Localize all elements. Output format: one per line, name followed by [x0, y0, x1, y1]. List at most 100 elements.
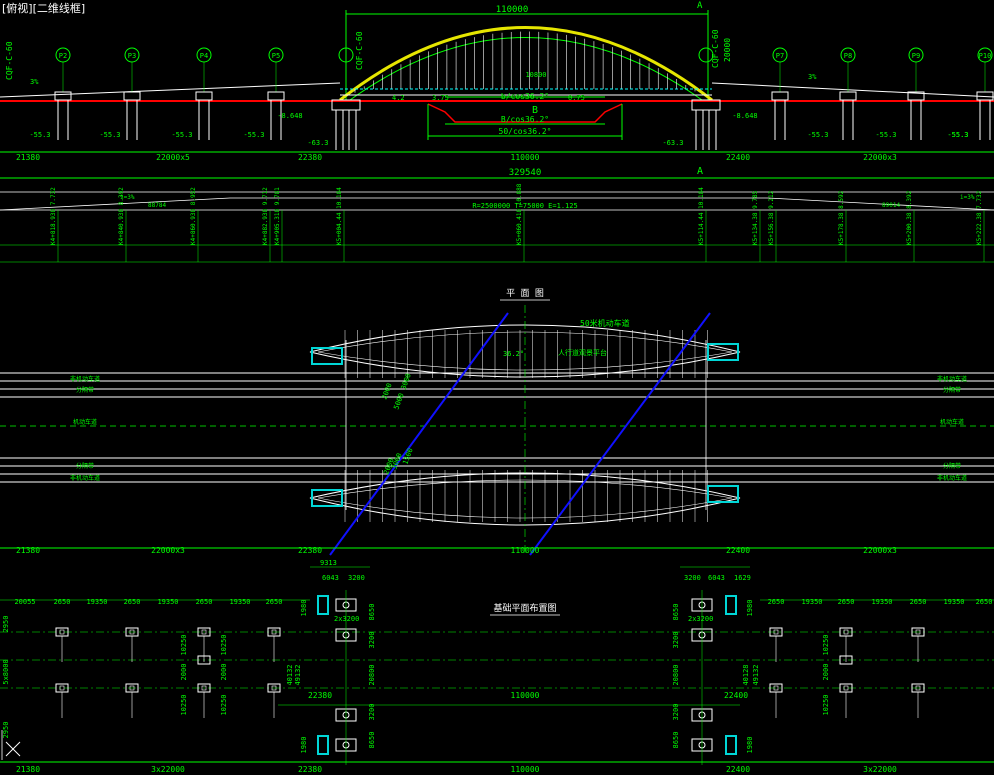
pier-label: P7	[776, 52, 784, 60]
pile-levels-left: -55.3-55.3-55.3-55.3-63.3-8.648	[29, 112, 328, 147]
found-dim-top-left: 19350	[229, 598, 250, 606]
pier-label: P2	[59, 52, 67, 60]
arch-label-left-1: CQF-C-60	[5, 41, 14, 80]
pile-core	[915, 629, 921, 635]
found-dim-top-left: 2650	[266, 598, 283, 606]
approach-left	[0, 82, 341, 98]
station-label: K5+134.38 9.785	[752, 190, 759, 245]
foundation-top-dims: 20055 2650 19350 2650 19350 2650 19350 2650 2650…	[14, 598, 992, 606]
found-bottom-dim: 21380	[16, 765, 40, 774]
pile-core	[59, 685, 65, 691]
pile-levels-right: -63.3-8.648-55.3-55.3-55.3-55.3	[662, 112, 968, 147]
found-bottom-dim: 22400	[726, 765, 750, 774]
big-vdim-right: 40128	[742, 664, 750, 685]
deck-B-label: B/cos36.2°	[501, 115, 549, 124]
profile-band: i=3% 88784 i=3% 89014 R=2500000 T=75000 …	[0, 183, 994, 263]
found-mid-vdim: 2000	[180, 664, 188, 681]
abut-detail	[317, 735, 329, 755]
section-mark-A: A	[697, 166, 703, 177]
plan-title: 平 面 图	[506, 288, 544, 299]
pile-core	[843, 685, 849, 691]
found-bottom-dim: 22380	[298, 765, 322, 774]
pile-level: -55.3	[29, 131, 50, 139]
found-dim-top-left: 20055	[14, 598, 35, 606]
pier-cap	[839, 91, 857, 101]
found-dim-top-right: 2650	[910, 598, 927, 606]
lane-label-left: 非机动车道	[70, 474, 100, 482]
lane-label-right: 机动车道	[940, 418, 964, 426]
lane-label-left: 机动车道	[73, 418, 97, 426]
plan-label-platform: 人行道观景平台	[558, 348, 607, 357]
pile-level: -63.3	[662, 139, 683, 147]
pile-core	[915, 685, 921, 691]
station-label: K5+222.38 7.732	[976, 190, 983, 245]
section-mark-B: B	[532, 105, 538, 116]
span-dim: 22400	[726, 153, 750, 162]
deck-42: 4.2	[392, 94, 405, 102]
lane-label-right: 非机动车道	[937, 474, 967, 482]
pile-core	[201, 629, 207, 635]
span-dim: 21380	[16, 153, 40, 162]
abut-right-vdim: 1980	[746, 600, 754, 617]
found-left-vdim: 5x8000	[2, 659, 10, 684]
pier-detail-tr	[707, 343, 739, 361]
pier-cap	[976, 91, 994, 101]
span-dim: 22000x3	[863, 153, 897, 162]
viewport-title: [俯视][二维线框]	[0, 0, 88, 16]
station-label: K5+178.38 8.592	[838, 190, 845, 245]
found-right-vdim: 2000	[822, 664, 830, 681]
arch-label-right-1: CQF-C-60	[711, 29, 720, 68]
section-mark-A-top: A	[697, 1, 703, 11]
found-dim-top-right: 19350	[871, 598, 892, 606]
slope-left: 3%	[30, 78, 39, 86]
found-mid-vdim: 10250	[220, 694, 228, 715]
station-label: K4+905.318 9.781	[274, 187, 281, 245]
pile-core	[773, 685, 779, 691]
elevation-view: 110000 b/cos36.2° B/cos36.2° 50/cos36.2°…	[0, 1, 994, 179]
pile-level: -63.3	[307, 139, 328, 147]
pile-level: -55.3	[171, 131, 192, 139]
deck-375: 3.75	[432, 94, 449, 102]
abut-left-6043: 6043	[322, 574, 339, 582]
station-label: K5+004.44 10.184	[336, 187, 343, 245]
plan-span-dim: 22380	[298, 546, 322, 555]
found-dim-top-left: 2650	[196, 598, 213, 606]
total-length: 329540	[509, 168, 542, 178]
pile-core	[271, 629, 277, 635]
pier-detail-tl	[311, 347, 343, 365]
found-dim-top-right: 2650	[768, 598, 785, 606]
abut-left-vdim: 1980	[300, 600, 308, 617]
pier-label: P3	[128, 52, 136, 60]
pier-detail-bl	[311, 489, 343, 507]
abut-left-vdim: 3200	[368, 632, 376, 649]
inner-span-1: 22380	[308, 691, 332, 700]
deck-section	[427, 103, 623, 123]
big-vdim-left: 40132	[286, 664, 294, 685]
pier-label: P5	[272, 52, 280, 60]
station-label: K4+860.938 8.952	[190, 187, 197, 245]
found-left-vdim: 2950	[2, 722, 10, 739]
big-vdim-right: 49132	[752, 664, 760, 685]
found-dim-top-left: 2650	[54, 598, 71, 606]
abut-left-vdim: 1980	[300, 737, 308, 754]
pile-core	[271, 685, 277, 691]
found-dim-top-left: 19350	[157, 598, 178, 606]
curve-left: i=3%	[120, 194, 135, 201]
lane-label-left: 非机动车道	[70, 375, 100, 383]
section-line-right	[529, 312, 711, 556]
plan-view: 平 面 图 50米机动车道 人行道观景平台 36.2° 2000	[0, 288, 994, 556]
pile-cap	[839, 655, 853, 665]
found-mid-vdim: 2000	[220, 664, 228, 681]
elevation-top-span: 110000	[496, 5, 529, 15]
span-dim: 22000x5	[156, 153, 190, 162]
abut-right-vdim: 20800	[672, 664, 680, 685]
abut-detail	[317, 595, 329, 615]
curve-right-len: 89014	[882, 202, 900, 209]
abut-detail	[725, 735, 737, 755]
